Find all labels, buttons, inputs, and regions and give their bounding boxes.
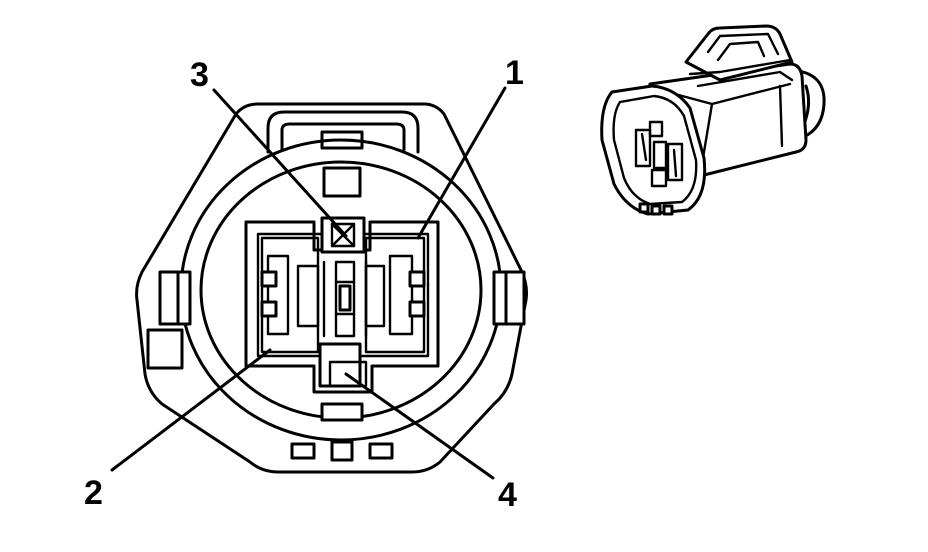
top-key-notch (322, 166, 362, 198)
terminal-cavity-left (260, 236, 320, 354)
left-key-block (146, 328, 184, 370)
connector-face-view: 3 1 2 4 (84, 54, 528, 514)
callout-2: 2 (84, 474, 103, 512)
connector-3d-vents (638, 202, 674, 216)
callout-3: 3 (190, 56, 209, 94)
right-locking-tab (492, 270, 526, 326)
top-latch (266, 110, 420, 154)
terminal-cavity-right (364, 236, 426, 354)
connector-3d-pins (634, 120, 684, 188)
callout-1: 1 (505, 54, 524, 92)
center-divider (322, 260, 368, 338)
bottom-key (320, 402, 364, 422)
leader-lines (110, 86, 507, 480)
cavity-3-plugged (320, 216, 366, 254)
connector-3d-view (600, 24, 826, 216)
callout-4: 4 (498, 476, 517, 514)
bottom-vents (290, 440, 394, 462)
terminal-block (244, 220, 440, 394)
cavity-4 (318, 342, 368, 388)
left-locking-tab (158, 270, 192, 326)
